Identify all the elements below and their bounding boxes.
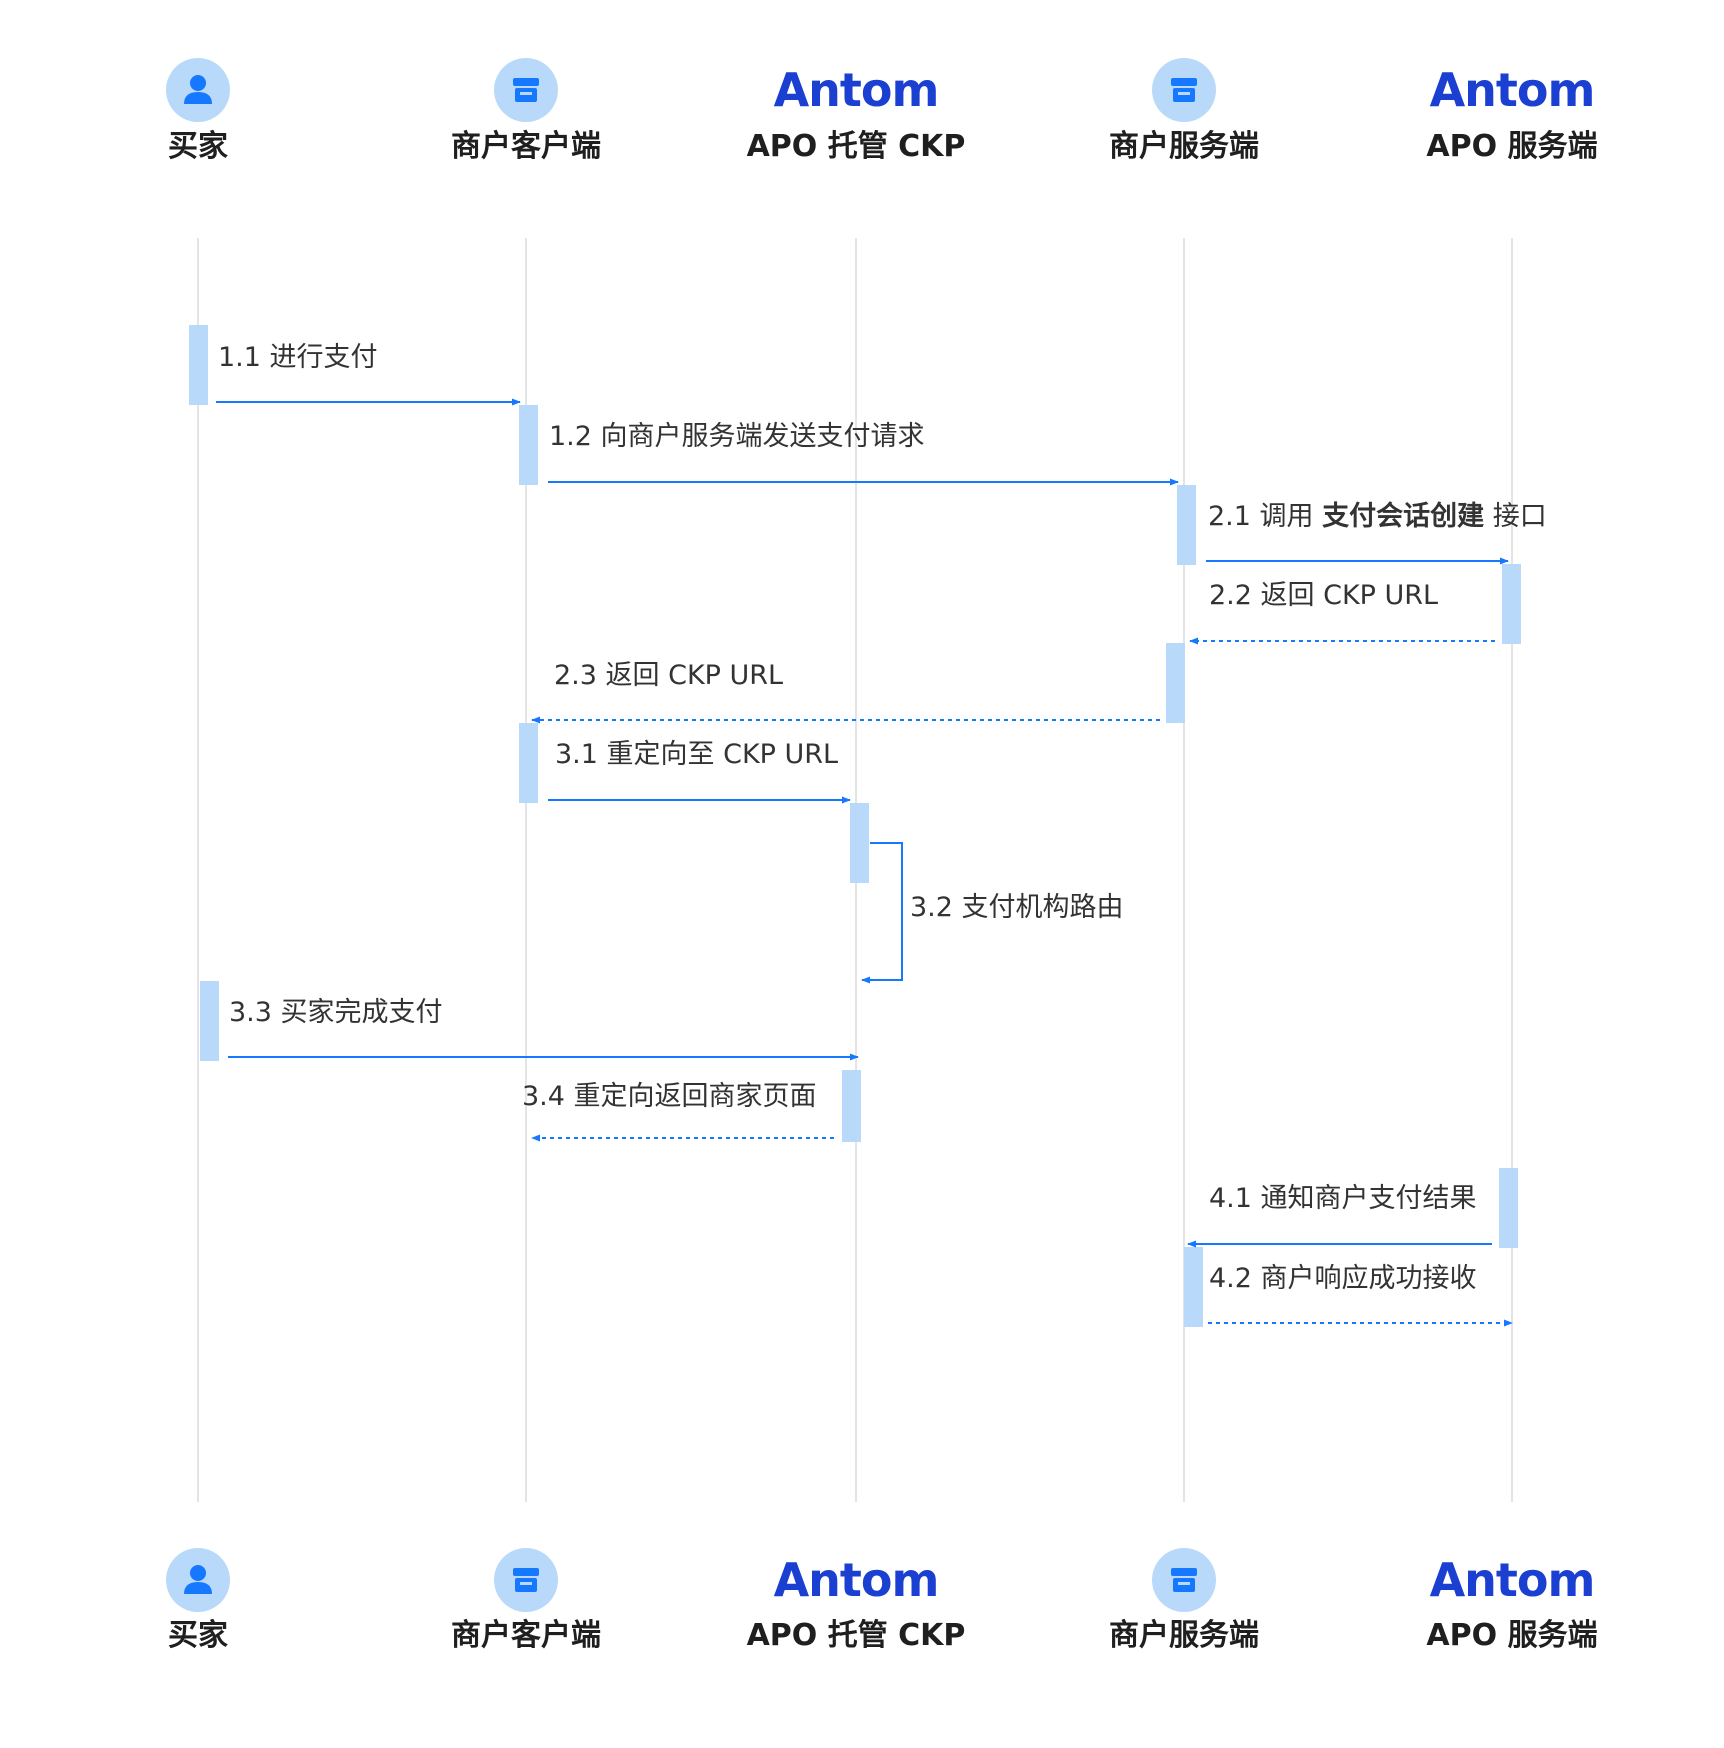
participant-merchant_client-top: 商户客户端 [451, 58, 601, 164]
message-3.3: 3.3 买家完成支付 [228, 997, 859, 1061]
message-label-part: 2.3 返回 CKP URL [554, 660, 783, 691]
message-4.1: 4.1 通知商户支付结果 [1187, 1183, 1492, 1248]
message-2.3: 2.3 返回 CKP URL [531, 660, 1160, 724]
message-label-part: 3.3 买家完成支付 [229, 997, 443, 1028]
store-icon [1152, 1548, 1216, 1612]
participant-name: APO 托管 CKP [747, 129, 966, 164]
store-icon [494, 1548, 558, 1612]
message-label: 3.4 重定向返回商家页面 [522, 1081, 817, 1112]
participant-merchant_client-bottom: 商户客户端 [451, 1548, 601, 1653]
activation-bar [1177, 485, 1196, 565]
user-icon [166, 58, 230, 122]
message-2.1: 2.1 调用 支付会话创建 接口 [1206, 501, 1547, 565]
activation-bar [519, 723, 538, 803]
activation-bar [1166, 643, 1185, 723]
message-label-part: 3.1 重定向至 CKP URL [555, 739, 838, 770]
message-label: 4.2 商户响应成功接收 [1209, 1263, 1477, 1294]
participant-name: APO 托管 CKP [747, 1618, 966, 1653]
participant-name: APO 服务端 [1426, 1618, 1597, 1653]
message-label-part: 2.1 调用 [1208, 501, 1322, 532]
participant-merchant_server-top: 商户服务端 [1109, 58, 1259, 164]
message-3.4: 3.4 重定向返回商家页面 [522, 1081, 834, 1142]
participant-name: 商户服务端 [1109, 1618, 1259, 1653]
activation-bars [189, 325, 1521, 1327]
message-1.2: 1.2 向商户服务端发送支付请求 [548, 421, 1179, 486]
message-label: 2.3 返回 CKP URL [554, 660, 783, 691]
activation-bar [850, 803, 869, 883]
activation-bar [1499, 1168, 1518, 1248]
message-label-part: 3.4 重定向返回商家页面 [522, 1081, 817, 1112]
antom-logo-icon: Antom [774, 63, 939, 117]
message-label: 3.1 重定向至 CKP URL [555, 739, 838, 770]
message-3.2: 3.2 支付机构路由 [861, 842, 1124, 984]
user-icon [166, 1548, 230, 1612]
activation-bar [200, 981, 219, 1061]
message-label: 3.3 买家完成支付 [229, 997, 443, 1028]
messages: 1.1 进行支付 1.2 向商户服务端发送支付请求 2.1 调用 支付会话创建 接口… [216, 342, 1547, 1327]
antom-logo-icon: Antom [1430, 1553, 1595, 1607]
message-label: 1.1 进行支付 [218, 342, 378, 373]
message-label-part: 4.1 通知商户支付结果 [1209, 1183, 1477, 1214]
message-label: 2.2 返回 CKP URL [1209, 580, 1438, 611]
store-icon [494, 58, 558, 122]
participant-name: 商户客户端 [451, 129, 601, 164]
message-label: 1.2 向商户服务端发送支付请求 [549, 421, 925, 452]
activation-bar [519, 405, 538, 485]
activation-bar [189, 325, 208, 405]
activation-bar [842, 1070, 861, 1142]
activation-bar [1502, 564, 1521, 644]
antom-logo-icon: Antom [1430, 63, 1595, 117]
message-label-part: 1.2 向商户服务端发送支付请求 [549, 421, 925, 452]
message-3.1: 3.1 重定向至 CKP URL [548, 739, 851, 804]
participant-name: 商户客户端 [451, 1618, 601, 1653]
antom-logo-icon: Antom [774, 1553, 939, 1607]
message-1.1: 1.1 进行支付 [216, 342, 521, 406]
participant-buyer-top: 买家 [166, 58, 230, 164]
message-label: 4.1 通知商户支付结果 [1209, 1183, 1477, 1214]
message-label-part: 支付会话创建 [1322, 501, 1484, 532]
self-call-arrow [861, 842, 903, 984]
message-label: 2.1 调用 支付会话创建 接口 [1208, 501, 1547, 532]
message-2.2: 2.2 返回 CKP URL [1189, 580, 1495, 645]
participant-merchant_server-bottom: 商户服务端 [1109, 1548, 1259, 1653]
participant-name: 买家 [168, 1618, 228, 1653]
participant-name: APO 服务端 [1426, 129, 1597, 164]
participant-name: 买家 [168, 129, 228, 164]
participant-buyer-bottom: 买家 [166, 1548, 230, 1653]
message-4.2: 4.2 商户响应成功接收 [1208, 1263, 1513, 1327]
message-label: 3.2 支付机构路由 [910, 892, 1124, 923]
message-label-part: 2.2 返回 CKP URL [1209, 580, 1438, 611]
message-label-part: 4.2 商户响应成功接收 [1209, 1263, 1477, 1294]
message-label-part: 接口 [1484, 501, 1547, 532]
participant-name: 商户服务端 [1109, 129, 1259, 164]
message-label-part: 3.2 支付机构路由 [910, 892, 1124, 923]
store-icon [1152, 58, 1216, 122]
activation-bar [1184, 1247, 1203, 1327]
message-label-part: 1.1 进行支付 [218, 342, 378, 373]
